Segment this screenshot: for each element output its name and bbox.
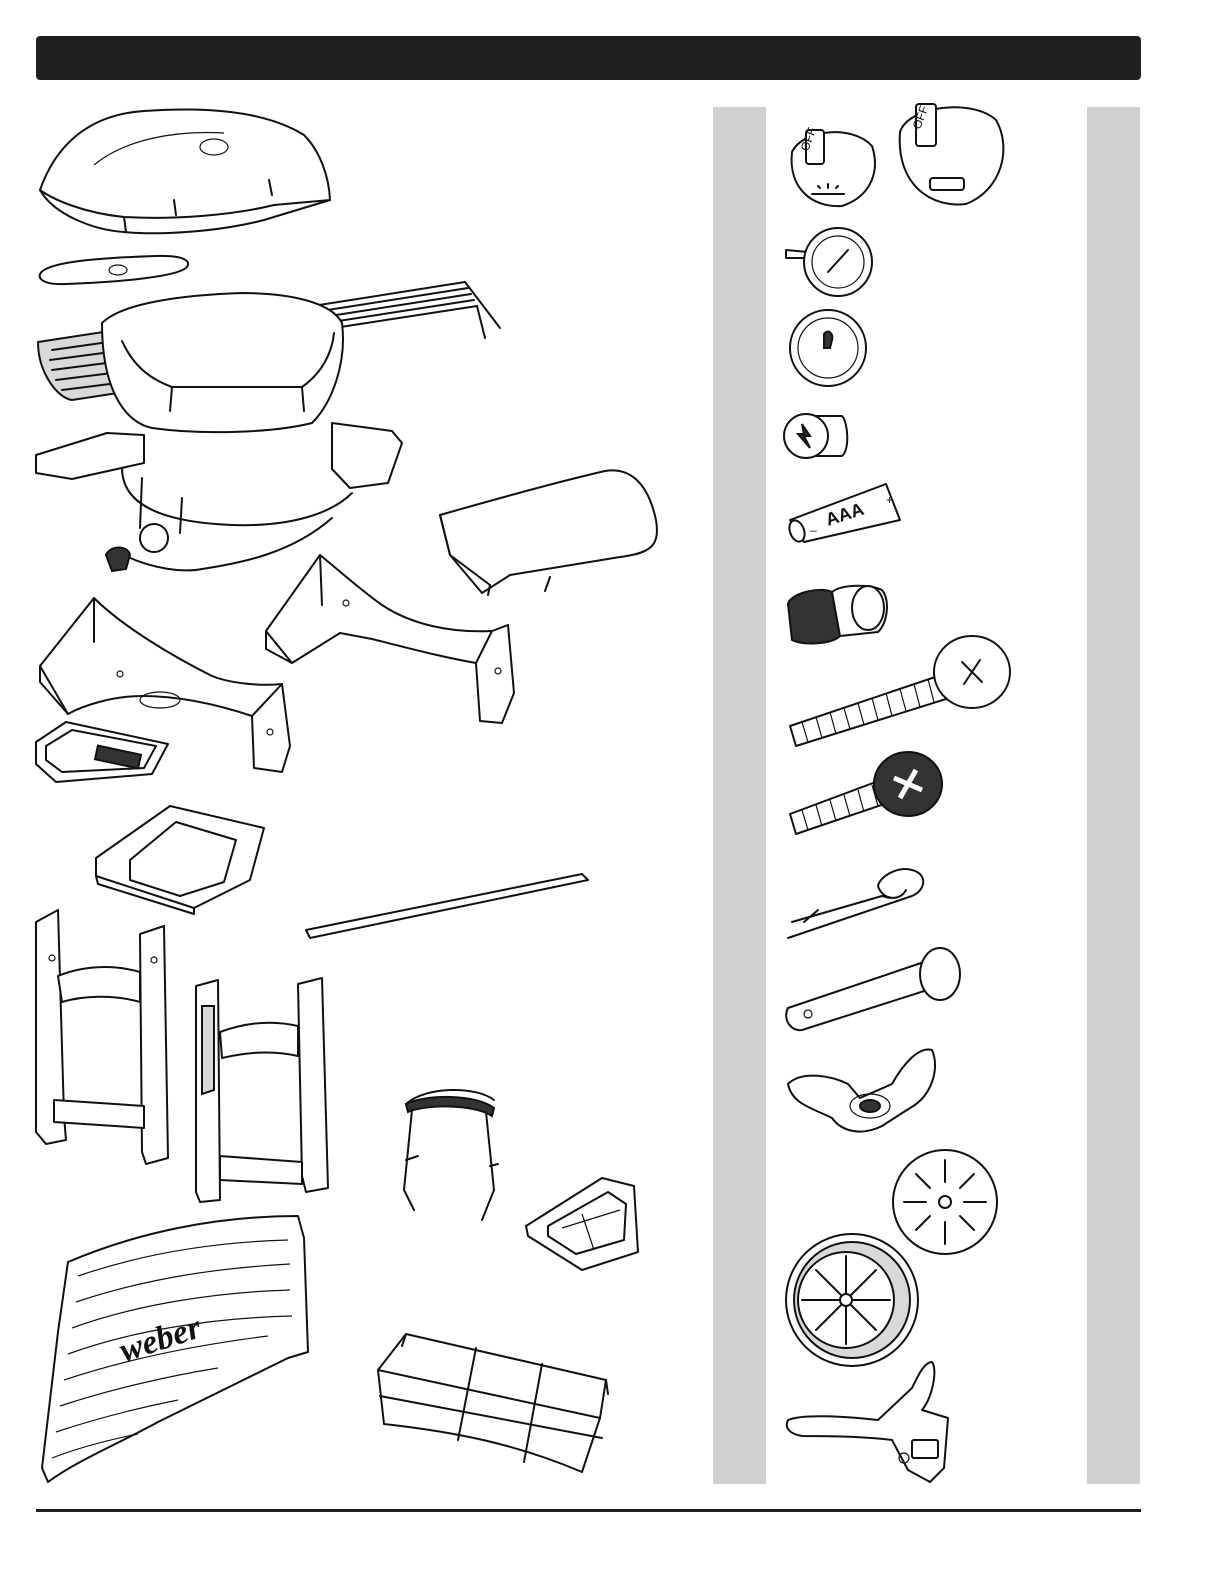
left-gray-column — [713, 107, 766, 1484]
header-bar — [36, 36, 1141, 80]
small-tray-illustration — [522, 1170, 647, 1276]
short-bolt-illustration — [782, 748, 948, 840]
wheel-illustration — [782, 1228, 922, 1372]
control-knob-right-illustration: OFF — [892, 98, 1012, 210]
long-bolt-illustration — [782, 630, 1014, 750]
right-cart-leg-illustration — [192, 966, 332, 1206]
aaa-battery-illustration: AAA – + — [782, 478, 912, 546]
right-frame-illustration — [262, 553, 522, 725]
drip-tray-illustration — [32, 716, 172, 788]
control-knob-left-illustration: OFF — [782, 122, 880, 212]
bottom-rack-illustration — [366, 1322, 638, 1484]
battery-plus-label: + — [886, 493, 893, 507]
left-cart-leg-illustration — [32, 906, 177, 1168]
axle-rod-illustration — [300, 868, 595, 944]
battery-minus-label: – — [810, 523, 817, 537]
thermometer-illustration — [782, 226, 874, 298]
hitch-clip-illustration — [782, 862, 930, 944]
clevis-pin-illustration — [780, 934, 964, 1034]
catch-pan-holder-illustration — [90, 800, 270, 916]
footer-rule — [36, 1509, 1141, 1512]
thermometer-bezel-illustration — [786, 308, 870, 388]
wing-nut-illustration — [782, 1026, 940, 1138]
cart-handle-illustration — [386, 1080, 506, 1230]
right-gray-column — [1087, 107, 1140, 1484]
lid-illustration — [34, 105, 334, 240]
igniter-button-illustration — [780, 410, 860, 462]
cookbox-illustration — [32, 283, 412, 583]
weber-guard-panel-illustration: weber — [38, 1212, 313, 1484]
hinge-bracket-illustration — [782, 1358, 952, 1488]
